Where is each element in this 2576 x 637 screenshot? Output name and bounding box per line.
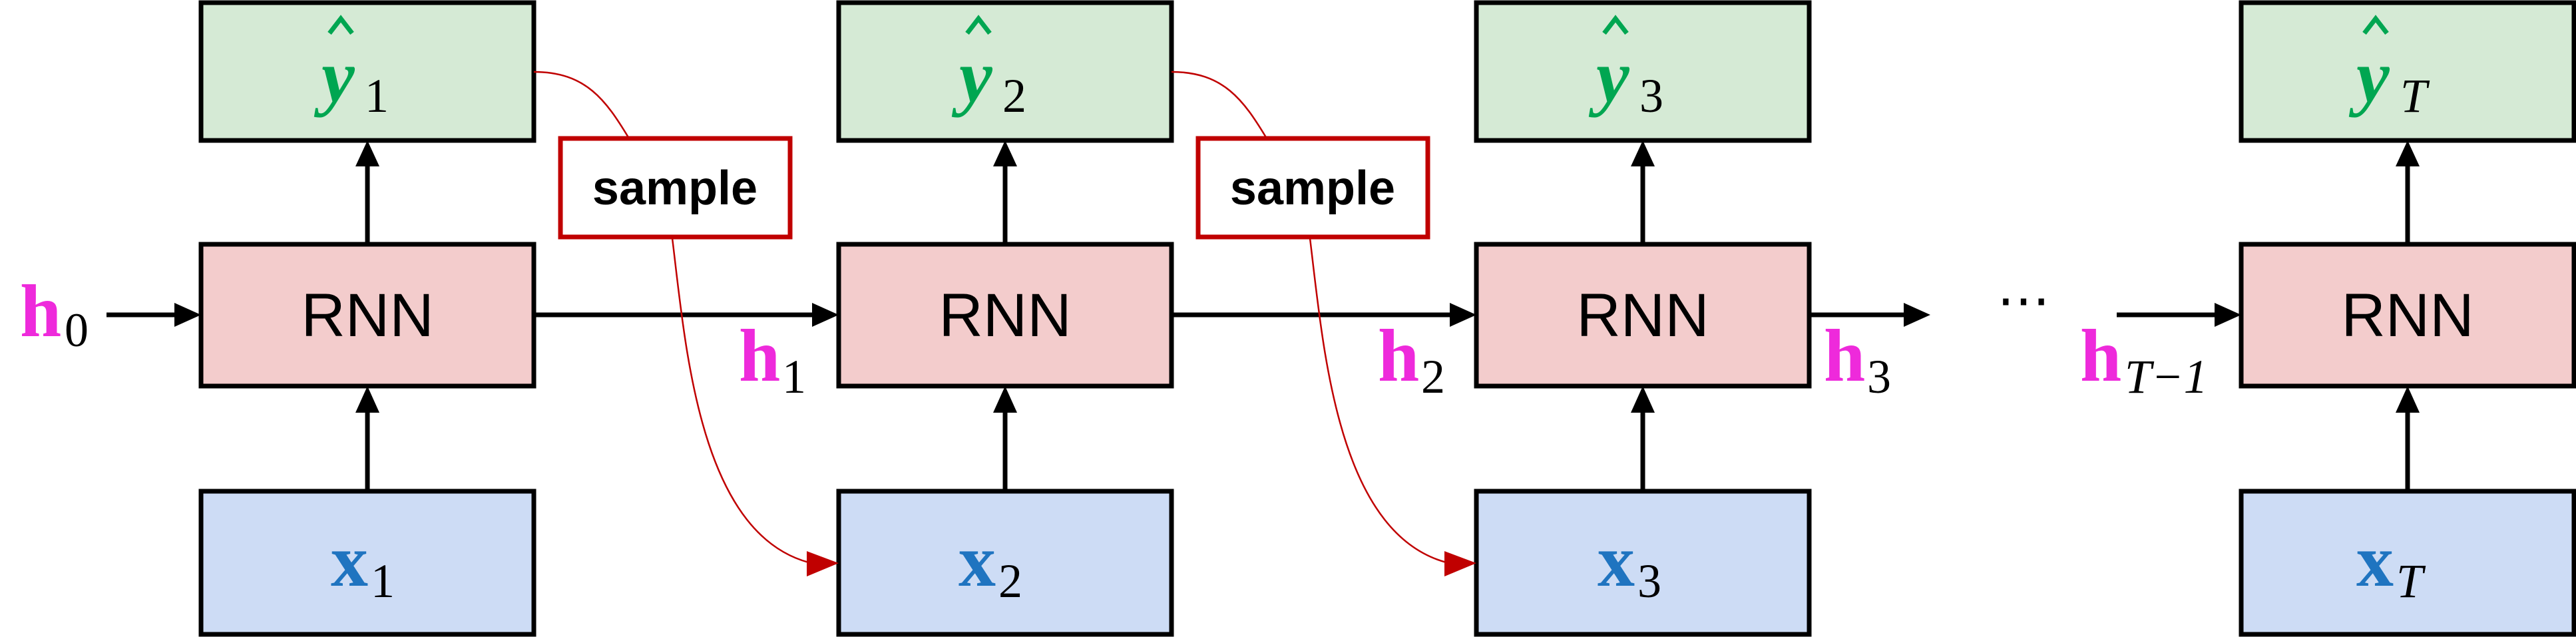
sample-label-2: sample	[1230, 162, 1395, 215]
hidden-subscript-0: 0	[65, 304, 89, 357]
sample-box-2	[1195, 136, 1430, 240]
hidden-symbol-3: h	[1824, 315, 1865, 397]
sample-box-1	[558, 136, 793, 240]
hidden-symbol-2: h	[1378, 315, 1419, 397]
hidden-subscript-3: 3	[1867, 350, 1891, 403]
timestep-T: y T RNN x T	[2239, 0, 2576, 637]
hidden-label-3: h 3	[1824, 315, 1891, 403]
sample-arrowhead-1	[807, 551, 839, 576]
input-symbol-T: x	[2356, 520, 2394, 602]
hidden-label-2: h 2	[1378, 315, 1445, 403]
input-box-2	[836, 489, 1174, 637]
input-subscript-3: 3	[1637, 554, 1661, 608]
rnn-label-2: RNN	[939, 282, 1071, 349]
rnn-label-1: RNN	[301, 282, 433, 349]
arrowhead-up-input-1	[355, 386, 379, 413]
hidden-label-T-1: h T−1	[2080, 315, 2208, 403]
arrowhead-up-rnn-2	[993, 140, 1017, 166]
input-box-3	[1474, 489, 1812, 637]
rnn-cell-2	[836, 242, 1174, 389]
rnn-cell-1	[198, 242, 537, 389]
arrowhead-up-input-T	[2396, 386, 2420, 413]
output-hat-T	[2362, 15, 2389, 35]
input-symbol-1: x	[331, 520, 368, 602]
hidden-symbol-0: h	[20, 270, 61, 353]
input-symbol-3: x	[1598, 520, 1635, 602]
hidden-label-0: h 0	[20, 270, 89, 357]
hidden-subscript-2: 2	[1421, 350, 1445, 403]
sample-curve-1	[533, 71, 809, 564]
arrowhead-h3	[1904, 303, 1930, 327]
input-label-2: x 2	[959, 520, 1022, 608]
arrowhead-h2	[1450, 303, 1476, 327]
arrowhead-h0	[174, 303, 201, 327]
rnn-label-T: RNN	[2341, 282, 2473, 349]
ellipsis: ⋯	[1997, 270, 2050, 329]
arrowhead-up-rnn-3	[1631, 140, 1655, 166]
arrowhead-up-input-3	[1631, 386, 1655, 413]
output-box-2	[836, 0, 1174, 143]
input-subscript-T: T	[2396, 554, 2426, 608]
output-subscript-3: 3	[1639, 69, 1663, 122]
sampling-path-2: sample	[1171, 71, 1476, 576]
output-box-T	[2239, 0, 2576, 143]
input-label-3: x 3	[1598, 520, 1661, 608]
output-box-1	[198, 0, 537, 143]
output-hat-3	[1602, 15, 1629, 35]
timestep-1: y 1 RNN x 1	[198, 0, 537, 637]
hidden-symbol-T-1: h	[2080, 315, 2121, 397]
output-subscript-T: T	[2400, 69, 2430, 122]
output-subscript-2: 2	[1002, 69, 1026, 122]
timestep-3: y 3 RNN x 3	[1474, 0, 1812, 637]
hidden-subscript-T-1: T−1	[2125, 350, 2208, 403]
output-subscript-1: 1	[365, 69, 389, 122]
arrowhead-up-input-2	[993, 386, 1017, 413]
output-hat-1	[327, 15, 354, 35]
sample-label-1: sample	[592, 162, 757, 215]
hidden-label-1: h 1	[739, 315, 806, 403]
sample-arrowhead-2	[1444, 551, 1476, 576]
sample-curve-2	[1171, 71, 1447, 564]
input-box-T	[2239, 489, 2576, 637]
rnn-cell-T	[2239, 242, 2576, 389]
input-symbol-2: x	[959, 520, 996, 602]
input-box-1	[198, 489, 537, 637]
input-subscript-1: 1	[371, 554, 395, 608]
arrowhead-up-rnn-1	[355, 140, 379, 166]
rnn-label-3: RNN	[1576, 282, 1709, 349]
input-label-1: x 1	[331, 520, 395, 608]
arrowhead-up-rnn-T	[2396, 140, 2420, 166]
sampling-path-1: sample	[533, 71, 839, 576]
hidden-labels: h 0 h 1 h 2 h 3 h T−1	[20, 270, 2208, 403]
hidden-state-arrows	[107, 303, 2241, 327]
hidden-symbol-1: h	[739, 315, 780, 397]
output-hat-2	[965, 15, 992, 35]
timestep-2: y 2 RNN x 2	[836, 0, 1174, 637]
arrowhead-h1	[812, 303, 839, 327]
hidden-subscript-1: 1	[782, 350, 806, 403]
input-subscript-2: 2	[998, 554, 1022, 608]
arrowhead-hT-1	[2215, 303, 2241, 327]
input-label-T: x T	[2356, 520, 2426, 608]
